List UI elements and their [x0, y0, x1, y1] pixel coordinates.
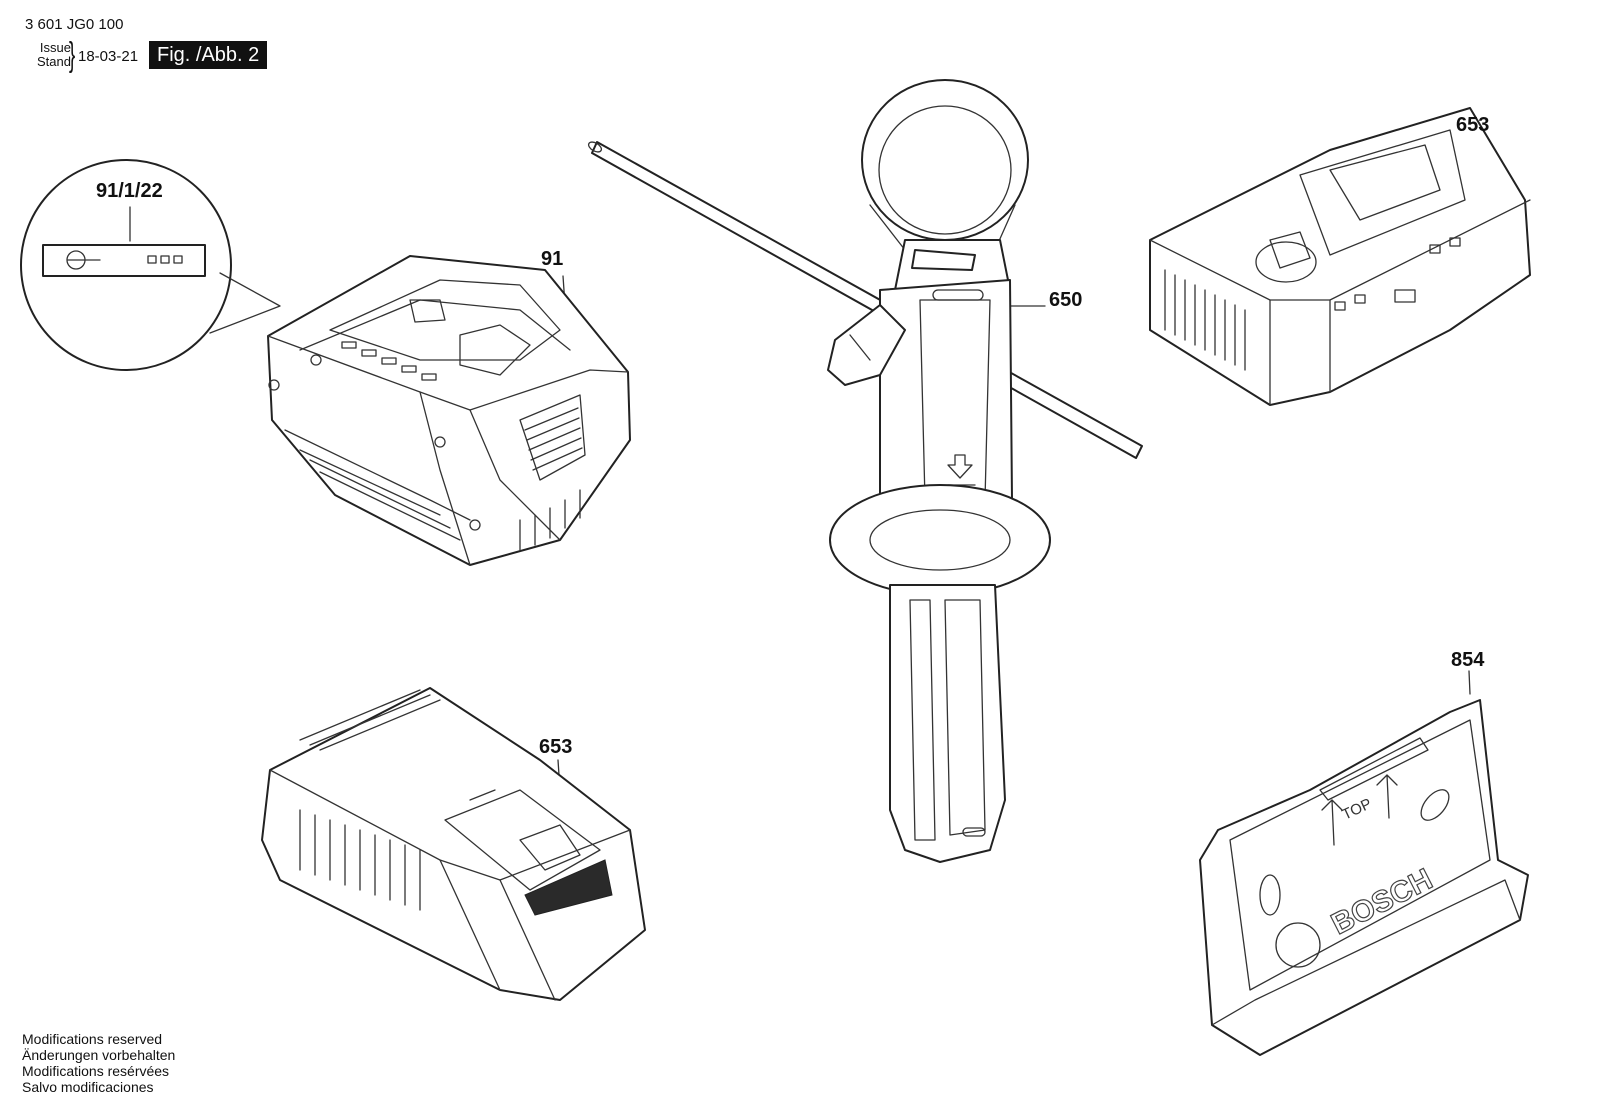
detail-callout-91-1-22	[20, 159, 281, 371]
wall-holder-drawing	[1199, 670, 1529, 1056]
modifications-footer: Modifications reserved Änderungen vorbeh…	[22, 1031, 175, 1095]
charger-top-drawing	[1149, 107, 1531, 406]
footer-line-fr: Modifications resérvées	[22, 1063, 170, 1079]
battery-part-label: 91	[541, 248, 564, 270]
charger-bottom-drawing	[261, 687, 646, 1001]
footer-line-de: Änderungen vorbehalten	[22, 1047, 176, 1063]
stand-label: Stand	[37, 54, 71, 69]
wall-holder-part-label: 854	[1451, 649, 1485, 671]
footer-line-en: Modifications reserved	[22, 1031, 163, 1047]
battery-pack-drawing	[267, 255, 631, 566]
side-handle-drawing	[587, 79, 1143, 863]
document-number: 3 601 JG0 100	[25, 16, 124, 33]
brace-glyph: }	[69, 36, 76, 74]
battery-label-plate	[42, 244, 206, 277]
figure-label: Fig. /Abb. 2	[149, 41, 268, 69]
charger-top-part-label: 653	[1456, 114, 1490, 136]
issue-stand-label: Issue Stand	[25, 41, 71, 69]
footer-line-es: Salvo modificaciones	[22, 1079, 154, 1095]
issue-label: Issue	[39, 40, 71, 55]
charger-bottom-part-label: 653	[539, 736, 573, 758]
detail-part-label: 91/1/22	[96, 180, 163, 202]
side-handle-part-label: 650	[1049, 289, 1083, 311]
issue-date: 18-03-21	[78, 48, 139, 65]
